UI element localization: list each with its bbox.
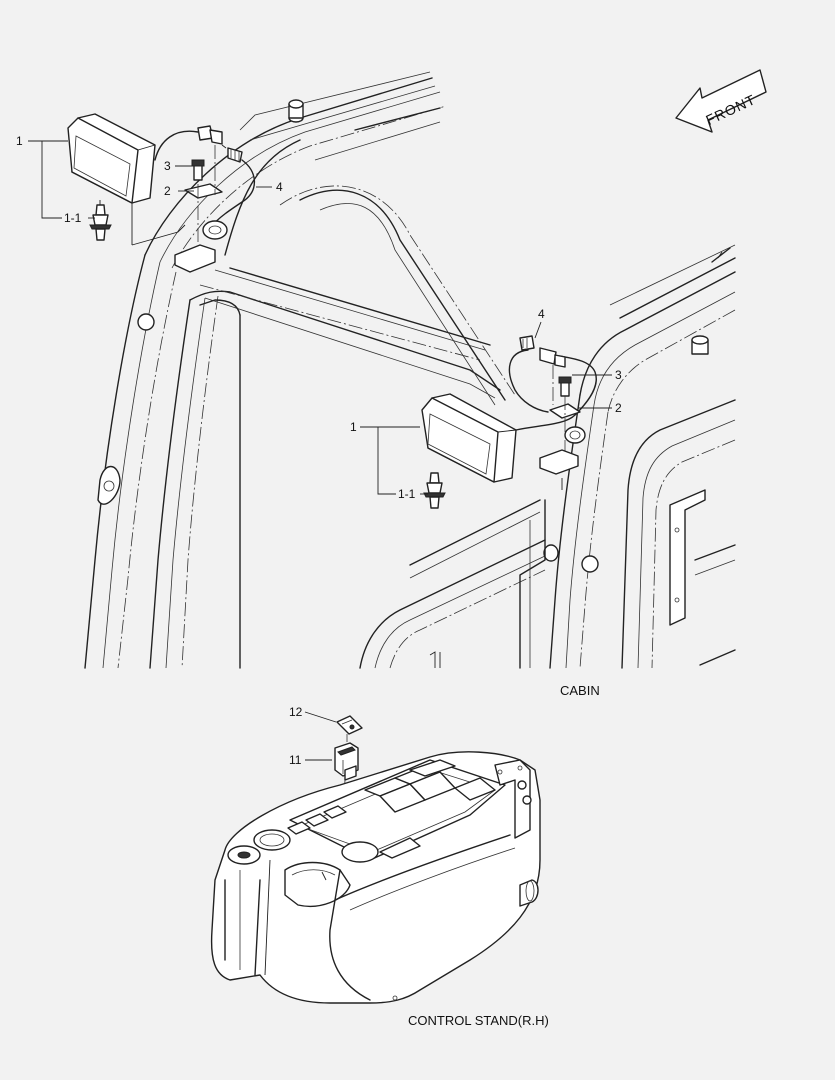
callout-right-bolt: 3 (615, 368, 622, 382)
control-stand (210, 751, 541, 1004)
callout-switch-cover: 12 (289, 705, 303, 719)
lamp-bulb-right (423, 472, 446, 509)
callout-left-bolt: 3 (164, 159, 171, 173)
roof-bolt-left (288, 99, 304, 123)
callout-switch: 11 (289, 753, 302, 767)
callout-left-bulb: 1-1 (64, 211, 82, 225)
pillar-grommet (97, 465, 121, 505)
callout-right-bracket: 2 (615, 401, 622, 415)
work-lamp-right (421, 393, 517, 483)
front-arrow: FRONT (675, 69, 767, 133)
control-stand-caption: CONTROL STAND(R.H) (408, 1013, 549, 1028)
bracket-left (184, 145, 223, 245)
cabin-caption: CABIN (560, 683, 600, 698)
lamp-harness-left (154, 125, 256, 227)
callout-left-lamp: 1 (16, 134, 23, 148)
cabin-frame (84, 71, 736, 669)
callout-right-lamp: 1 (350, 420, 357, 434)
bracket-right (549, 365, 581, 460)
rocker-switch (334, 734, 359, 809)
work-lamp-left (67, 113, 156, 204)
lamp-mount-left (131, 203, 228, 273)
callout-right-bulb: 1-1 (398, 487, 416, 501)
callouts (28, 140, 612, 761)
lamp-mount-right (539, 426, 586, 490)
callout-left-bracket: 2 (164, 184, 171, 198)
callout-right-harness: 4 (538, 307, 545, 321)
lamp-bulb-left (89, 200, 112, 241)
lamp-harness-right (508, 335, 597, 431)
callout-left-harness: 4 (276, 180, 283, 194)
door-hinge (669, 489, 706, 626)
switch-cover (336, 715, 363, 735)
roof-bolt-right (691, 335, 709, 355)
